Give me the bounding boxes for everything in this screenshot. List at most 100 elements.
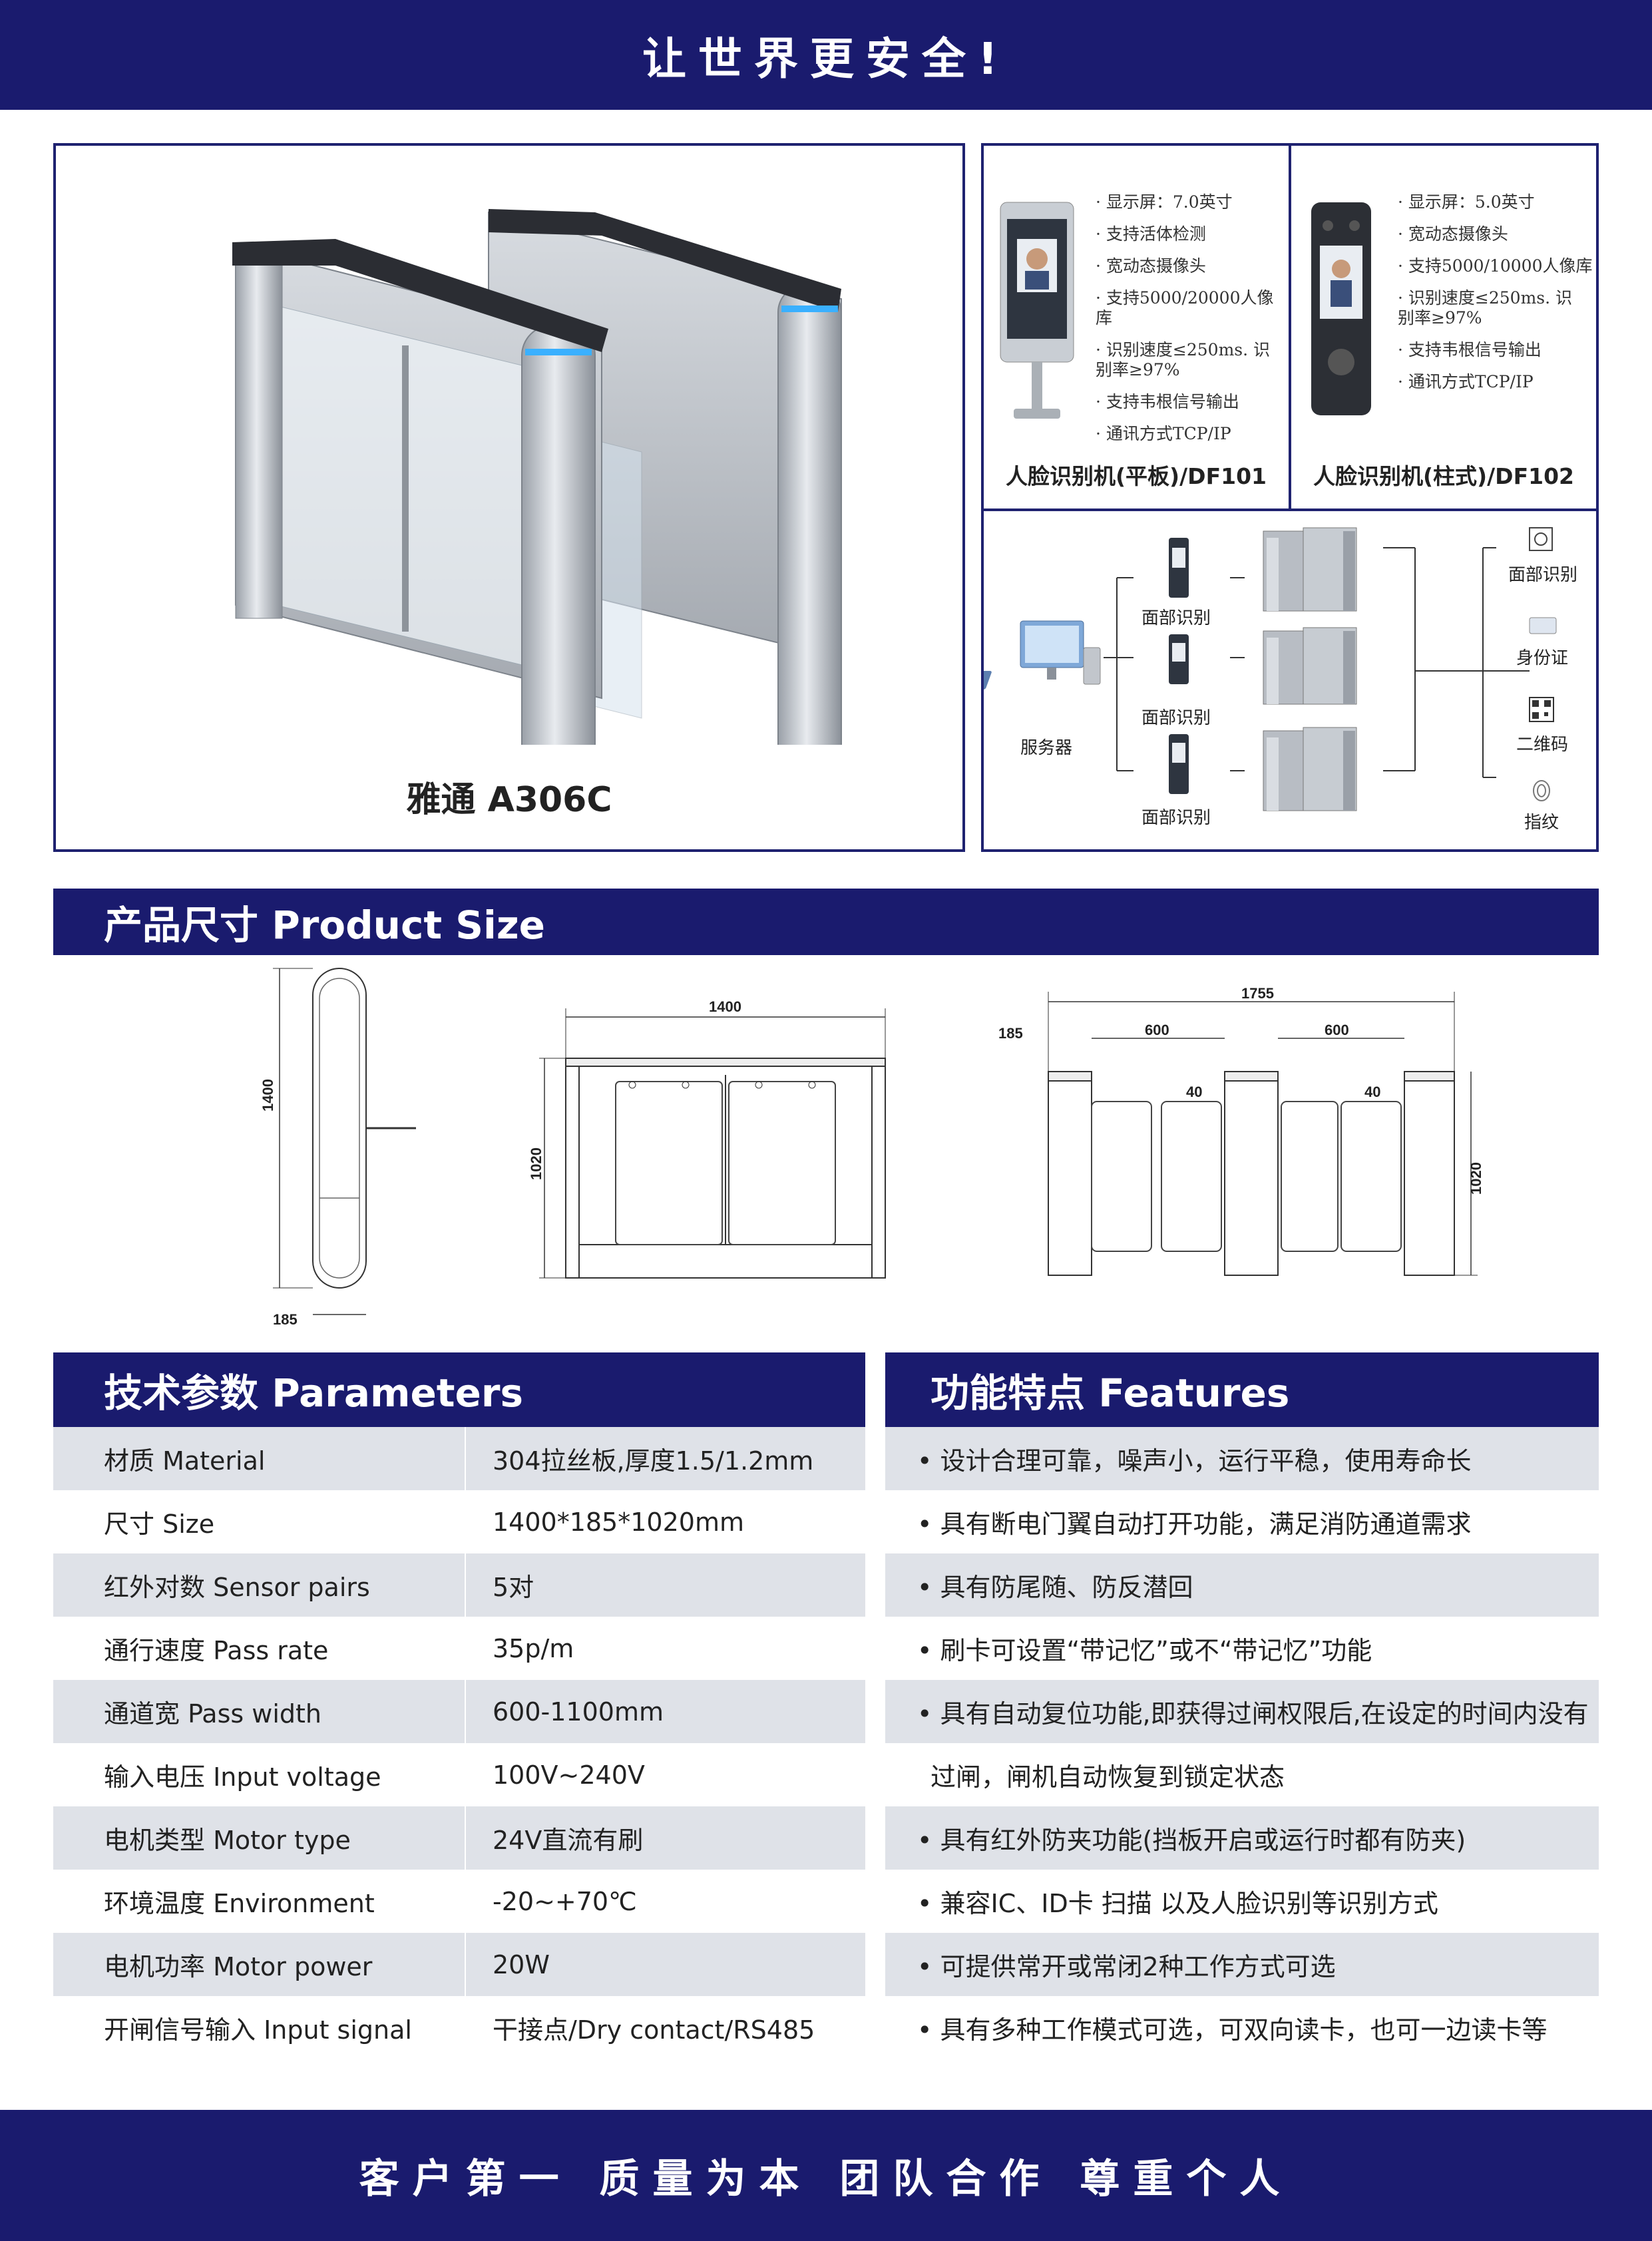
list-item: • 刷卡可设置“带记忆”或不“带记忆”功能 xyxy=(885,1617,1599,1680)
face-label-3: 面部识别 xyxy=(1141,808,1211,828)
param-value: -20~+70℃ xyxy=(465,1870,865,1933)
feature-text: • 具有防尾随、防反潜回 xyxy=(917,1573,1193,1602)
param-label: 电机类型 Motor type xyxy=(104,1826,351,1855)
feature-text: • 设计合理可靠，噪声小，运行平稳，使用寿命长 xyxy=(917,1446,1472,1476)
param-value: 20W xyxy=(465,1933,865,1996)
param-value: 100V~240V xyxy=(465,1743,865,1806)
network-lines xyxy=(984,527,1557,811)
spec-item: 显示屏：5.0英寸 xyxy=(1398,192,1592,212)
face-label-1: 面部识别 xyxy=(1141,608,1211,628)
features-table: 功能特点 Features • 设计合理可靠，噪声小，运行平稳，使用寿命长 • … xyxy=(885,1352,1599,2059)
list-item: 过闸，闸机自动恢复到锁定状态 xyxy=(885,1743,1599,1806)
spec-item: 支持5000/10000人像库 xyxy=(1398,256,1593,276)
spec-item: 识别速度≤250ms. 识别率≥97% xyxy=(1096,340,1275,380)
computer-icon xyxy=(984,620,1101,690)
top-lane2-label: 600 xyxy=(1325,1022,1349,1038)
fingerprint-icon xyxy=(1533,780,1550,801)
spec-item: 支持韦根信号输出 xyxy=(1398,340,1592,360)
method-qrcode: 二维码 xyxy=(1516,735,1569,755)
method-fingerprint: 指纹 xyxy=(1524,813,1559,833)
features-header: 功能特点 Features xyxy=(885,1352,1599,1427)
device-panel: 显示屏：7.0英寸 支持活体检测 宽动态摄像头 支持5000/20000人像库 … xyxy=(981,143,1599,852)
table-row: 材质 Material 304拉丝板,厚度1.5/1.2mm xyxy=(53,1427,865,1490)
top-gap1-label: 40 xyxy=(1186,1084,1202,1100)
spec-item: 识别速度≤250ms. 识别率≥97% xyxy=(1398,288,1577,328)
param-value: 5对 xyxy=(465,1553,865,1617)
top-height-label: 1020 xyxy=(1468,1162,1484,1195)
product-size-title: 产品尺寸 Product Size xyxy=(104,903,546,948)
list-item: • 具有自动复位功能,即获得过闸权限后,在设定的时间内没有 xyxy=(885,1680,1599,1743)
network-diagram: 服务器 面部识别 面部识别 面部识别 面部识别 身份证 二维码 指纹 xyxy=(984,511,1596,849)
spec-item: 支持活体检测 xyxy=(1096,224,1289,244)
param-value: 干接点/Dry contact/RS485 xyxy=(465,1996,865,2059)
df101-spec-list: 显示屏：7.0英寸 支持活体检测 宽动态摄像头 支持5000/20000人像库 … xyxy=(1096,192,1289,456)
list-item: • 可提供常开或常闭2种工作方式可选 xyxy=(885,1933,1599,1996)
product-size-header: 产品尺寸 Product Size xyxy=(53,889,1599,955)
table-row: 尺寸 Size 1400*185*1020mm xyxy=(53,1490,865,1553)
product-caption: 雅通 A306C xyxy=(406,780,612,820)
face-device-icon xyxy=(1169,634,1189,684)
top-view-drawing: 1755 185 600 600 40 40 1020 xyxy=(998,985,1484,1276)
spec-item: 通讯方式TCP/IP xyxy=(1398,372,1592,392)
table-row: 电机类型 Motor type 24V直流有刷 xyxy=(53,1806,865,1870)
param-value: 304拉丝板,厚度1.5/1.2mm xyxy=(465,1427,865,1490)
param-value: 35p/m xyxy=(465,1617,865,1680)
method-idcard: 身份证 xyxy=(1516,648,1569,668)
face-scan-icon xyxy=(1529,527,1553,551)
parameters-title: 技术参数 Parameters xyxy=(104,1370,523,1416)
front-width-label: 1400 xyxy=(709,998,741,1015)
side-height-label: 1400 xyxy=(260,1079,276,1112)
top-lane1-label: 600 xyxy=(1145,1022,1169,1038)
spec-item: 通讯方式TCP/IP xyxy=(1096,424,1289,444)
param-value: 1400*185*1020mm xyxy=(465,1490,865,1553)
top-gap2-label: 40 xyxy=(1364,1084,1380,1100)
df101-caption: 人脸识别机(平板)/DF101 xyxy=(1005,463,1267,489)
feature-text: • 具有多种工作模式可选，可双向读卡，也可一边读卡等 xyxy=(917,2015,1548,2045)
spec-item: 支持韦根信号输出 xyxy=(1096,392,1289,412)
feature-text: • 刷卡可设置“带记忆”或不“带记忆”功能 xyxy=(917,1636,1372,1665)
df102-spec-list: 显示屏：5.0英寸 宽动态摄像头 支持5000/10000人像库 识别速度≤25… xyxy=(1398,192,1592,404)
tablet-face-device-icon xyxy=(1000,202,1074,419)
table-row: 通行速度 Pass rate 35p/m xyxy=(53,1617,865,1680)
face-label-2: 面部识别 xyxy=(1141,708,1211,728)
param-value: 24V直流有刷 xyxy=(465,1806,865,1870)
list-item: • 具有断电门翼自动打开功能，满足消防通道需求 xyxy=(885,1490,1599,1553)
side-depth-label: 185 xyxy=(273,1311,298,1328)
parameters-table: 技术参数 Parameters 材质 Material 304拉丝板,厚度1.5/… xyxy=(53,1352,865,2059)
face-device-icon xyxy=(1169,734,1189,794)
df102-caption: 人脸识别机(柱式)/DF102 xyxy=(1313,463,1575,489)
param-value: 600-1100mm xyxy=(465,1680,865,1743)
param-label: 尺寸 Size xyxy=(104,1510,215,1539)
header-slogan: 让世界更安全! xyxy=(642,33,1010,85)
device-df101: 显示屏：7.0英寸 支持活体检测 宽动态摄像头 支持5000/20000人像库 … xyxy=(984,146,1291,509)
list-item: • 具有防尾随、防反潜回 xyxy=(885,1553,1599,1617)
features-title: 功能特点 Features xyxy=(930,1370,1290,1416)
list-item: • 具有红外防夹功能(挡板开启或运行时都有防夹) xyxy=(885,1806,1599,1870)
device-df102: 显示屏：5.0英寸 宽动态摄像头 支持5000/10000人像库 识别速度≤25… xyxy=(1291,146,1596,509)
feature-text: • 具有红外防夹功能(挡板开启或运行时都有防夹) xyxy=(917,1826,1466,1855)
side-view-drawing: 1400 185 xyxy=(260,968,416,1328)
param-label: 开闸信号输入 Input signal xyxy=(104,2015,412,2045)
face-device-icon xyxy=(1169,538,1189,598)
param-label: 通行速度 Pass rate xyxy=(104,1636,329,1665)
front-view-drawing: 1400 1020 xyxy=(528,998,886,1279)
top-banner: 让世界更安全! xyxy=(0,0,1652,110)
id-card-icon xyxy=(1529,617,1557,634)
param-label: 通道宽 Pass width xyxy=(104,1699,321,1729)
table-row: 环境温度 Environment -20~+70℃ xyxy=(53,1870,865,1933)
spec-item: 显示屏：7.0英寸 xyxy=(1096,192,1289,212)
param-label: 材质 Material xyxy=(104,1446,266,1476)
param-label: 环境温度 Environment xyxy=(104,1889,375,1918)
feature-text: • 可提供常开或常闭2种工作方式可选 xyxy=(917,1952,1336,1981)
top-depth-label: 185 xyxy=(998,1025,1023,1042)
turnstile-icon xyxy=(1263,627,1357,705)
top-total-label: 1755 xyxy=(1241,985,1274,1002)
turnstile-icon xyxy=(1263,527,1357,612)
spec-item: 宽动态摄像头 xyxy=(1096,256,1289,276)
panel-divider xyxy=(984,509,1596,511)
turnstile-illustration xyxy=(232,209,842,745)
feature-text: • 具有自动复位功能,即获得过闸权限后,在设定的时间内没有 xyxy=(917,1699,1589,1729)
spec-item: 宽动态摄像头 xyxy=(1398,224,1592,244)
